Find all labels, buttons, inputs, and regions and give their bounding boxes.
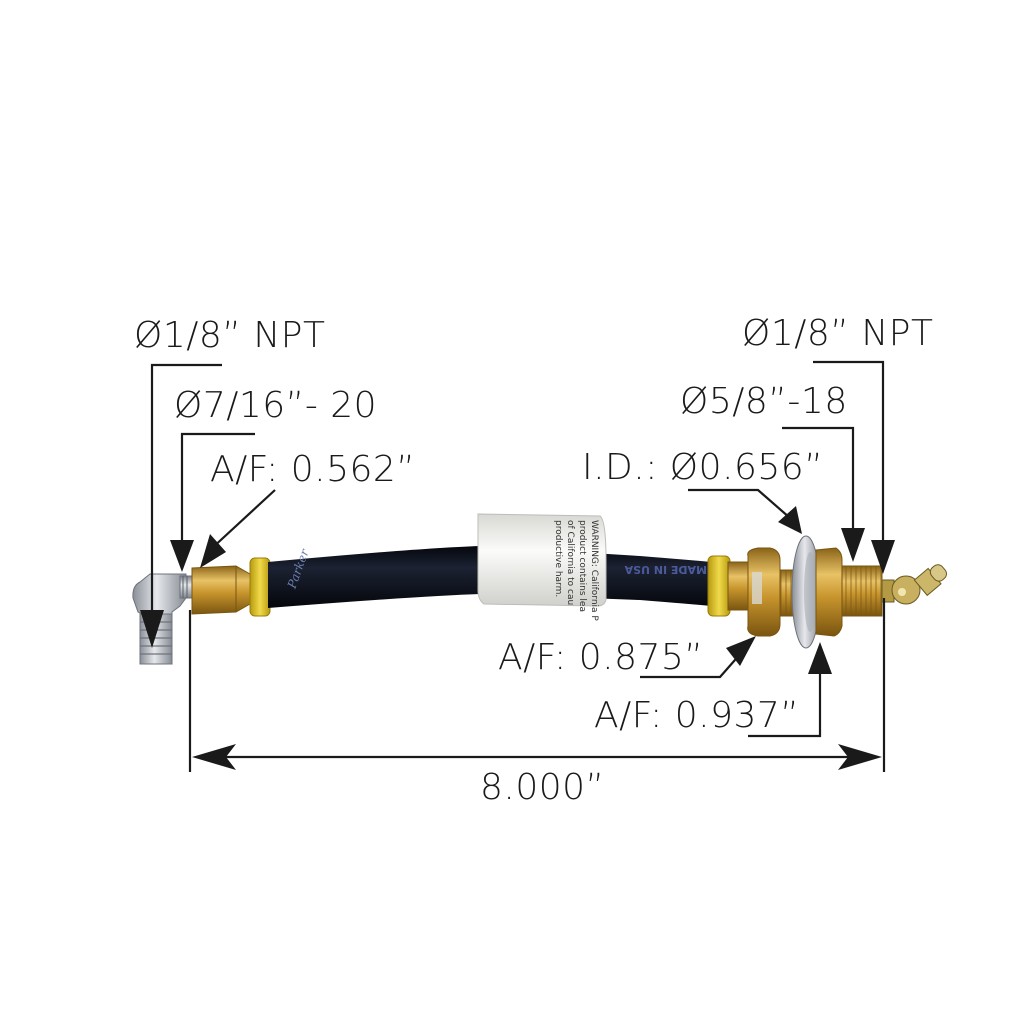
grease-fitting xyxy=(881,564,947,605)
svg-text:WARNING: California P: WARNING: California P xyxy=(589,520,599,621)
threaded-body xyxy=(841,565,883,617)
right-yellow-collar xyxy=(707,555,731,617)
left-npt-callout: Ø1/8” NPT xyxy=(134,315,326,356)
left-elbow-fitting xyxy=(132,573,193,665)
left-af-callout: A/F: 0.562” xyxy=(210,449,416,490)
overall-length-dimension: 8.000” xyxy=(480,767,605,808)
left-thread-callout: Ø7/16”- 20 xyxy=(174,385,378,426)
made-in-usa-print: MADE IN USA xyxy=(624,563,707,576)
hose-assembly-part: Parker WARNING: California P product con… xyxy=(132,513,947,665)
warning-text: WARNING: California P product contains l… xyxy=(553,520,599,621)
nut-af-callout: A/F: 0.875” xyxy=(498,637,704,678)
right-npt-callout: Ø1/8” NPT xyxy=(742,313,934,354)
right-thread-callout: Ø5/8”-18 xyxy=(680,381,848,422)
jam-nut xyxy=(747,547,781,637)
warning-label-sleeve: WARNING: California P product contains l… xyxy=(477,513,607,621)
left-yellow-collar xyxy=(249,557,271,617)
body-hex xyxy=(815,547,843,637)
dimension-lines xyxy=(150,360,886,772)
dimension-arrowheads xyxy=(140,506,895,770)
right-crimp-sleeve xyxy=(727,561,751,611)
svg-text:product contains lea: product contains lea xyxy=(577,520,587,612)
left-brass-nut xyxy=(191,565,251,615)
svg-text:productive harm.: productive harm. xyxy=(553,520,563,597)
inner-diameter-callout: I.D.: Ø0.656” xyxy=(582,447,824,488)
svg-text:of California to cau: of California to cau xyxy=(565,520,575,605)
body-af-callout: A/F: 0.937” xyxy=(594,695,800,736)
